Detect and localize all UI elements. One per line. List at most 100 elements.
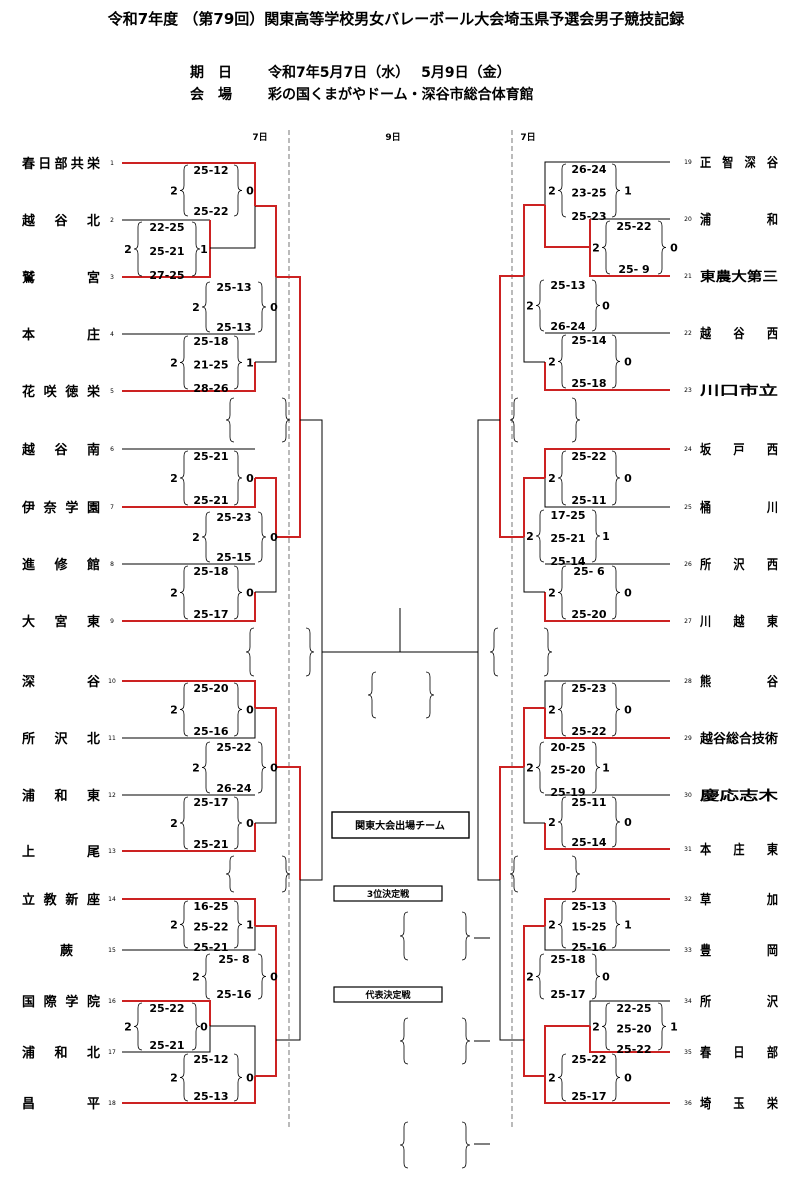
- team-name: 浦 和 北: [22, 1045, 100, 1061]
- set-score: 25-23: [571, 210, 606, 223]
- bracket-line: [523, 276, 545, 363]
- bracket-line: [544, 680, 670, 708]
- set-score: 25-17: [193, 608, 228, 621]
- empty-brace-open: [509, 397, 519, 443]
- score-brace-open: [201, 953, 211, 1000]
- team-number: 28: [684, 678, 692, 685]
- rep-final-label: 代表決定戦: [364, 989, 411, 1001]
- bracket-line: [122, 1000, 211, 1026]
- score-brace-close: [233, 682, 243, 737]
- day-label-left: 7日: [252, 132, 267, 143]
- sets-won: 2: [592, 1021, 600, 1034]
- set-score: 26-24: [571, 163, 607, 176]
- score-brace-open: [557, 163, 567, 218]
- sets-lost: 0: [246, 587, 254, 600]
- bracket-line: [122, 220, 211, 278]
- team-number: 4: [110, 331, 114, 338]
- team-number: 31: [684, 846, 692, 853]
- bracket-line: [210, 1025, 256, 1076]
- bracket-line: [122, 926, 256, 951]
- set-score: 25-22: [571, 1053, 606, 1066]
- score-brace-open: [557, 450, 567, 506]
- team-number: 17: [108, 1049, 116, 1056]
- team-number: 35: [684, 1049, 692, 1056]
- set-score: 25-22: [149, 1002, 184, 1015]
- team-name: 桶 川: [699, 500, 778, 516]
- empty-brace-close: [281, 397, 291, 443]
- team-name: 慶応志木: [700, 788, 779, 804]
- bracket-line: [523, 767, 545, 824]
- team-number: 22: [684, 330, 692, 337]
- bracket-line: [477, 652, 500, 881]
- set-score: 25-20: [571, 608, 607, 621]
- empty-brace-open: [399, 1017, 409, 1065]
- schedule-value: 令和7年5月7日（水） 5月9日（金）: [268, 65, 511, 81]
- set-score: 25-12: [193, 1053, 228, 1066]
- team-name: 川口市立: [699, 383, 778, 399]
- set-score: 25-22: [193, 205, 228, 218]
- set-score: 25-20: [193, 682, 229, 695]
- team-name: 浦 和 東: [22, 788, 100, 804]
- set-score: 25-15: [216, 551, 251, 564]
- set-score: 25-16: [193, 725, 229, 738]
- bracket-line: [523, 707, 545, 767]
- sets-won: 2: [170, 704, 178, 717]
- set-score: 25-23: [216, 511, 251, 524]
- set-score: 25-17: [550, 988, 585, 1001]
- team-name: 立教新座: [22, 892, 100, 908]
- score-brace-close: [611, 1053, 621, 1102]
- score-brace-close: [233, 450, 243, 506]
- sets-lost: 0: [602, 300, 610, 313]
- empty-brace-close: [461, 1121, 471, 1169]
- team-name: 上 尾: [22, 845, 100, 860]
- bracket-line: [523, 925, 545, 1040]
- sets-won: 2: [526, 971, 534, 984]
- set-score: 25-13: [216, 321, 251, 334]
- bracket-line: [210, 206, 256, 249]
- team-number: 7: [110, 504, 114, 511]
- set-score: 25-21: [149, 1039, 184, 1052]
- sets-won: 2: [526, 530, 534, 543]
- sets-won: 2: [170, 357, 178, 370]
- set-score: 25-21: [193, 838, 228, 851]
- sets-won: 2: [548, 185, 556, 198]
- bracket-line: [544, 161, 670, 205]
- set-score: 22-25: [616, 1002, 651, 1015]
- team-name: 坂 戸 西: [700, 442, 778, 458]
- score-brace-close: [257, 741, 267, 794]
- score-brace-close: [611, 163, 621, 218]
- score-brace-close: [233, 796, 243, 850]
- sets-lost: 0: [270, 531, 278, 544]
- sets-lost: 0: [246, 817, 254, 830]
- bracket-line: [276, 766, 301, 880]
- bracket-line: [255, 477, 277, 537]
- set-score: 25- 9: [618, 263, 649, 276]
- score-brace-close: [257, 511, 267, 563]
- team-number: 16: [108, 998, 116, 1005]
- sets-lost: 0: [624, 704, 632, 717]
- score-brace-open: [133, 1002, 143, 1051]
- bracket-line: [122, 1076, 256, 1104]
- empty-brace-open: [509, 855, 519, 893]
- set-score: 25-18: [193, 335, 228, 348]
- score-brace-open: [557, 1053, 567, 1102]
- team-name: 所 沢: [700, 994, 779, 1010]
- team-name: 浦 和: [700, 212, 778, 228]
- team-name: 越 谷 北: [21, 213, 100, 229]
- set-score: 25-21: [550, 532, 585, 545]
- team-number: 23: [684, 387, 692, 394]
- bracket-line: [523, 477, 545, 537]
- set-score: 25-21: [193, 941, 228, 954]
- sets-won: 2: [170, 185, 178, 198]
- sets-lost: 0: [270, 971, 278, 984]
- score-brace-close: [611, 450, 621, 506]
- team-number: 9: [110, 618, 114, 625]
- team-name: 川 越 東: [699, 614, 778, 630]
- bracket-line: [499, 420, 524, 538]
- empty-brace-close: [281, 855, 291, 893]
- sets-won: 2: [192, 762, 200, 775]
- bracket-line: [276, 420, 301, 538]
- bracket-line: [122, 162, 256, 206]
- set-score: 25-14: [571, 334, 607, 347]
